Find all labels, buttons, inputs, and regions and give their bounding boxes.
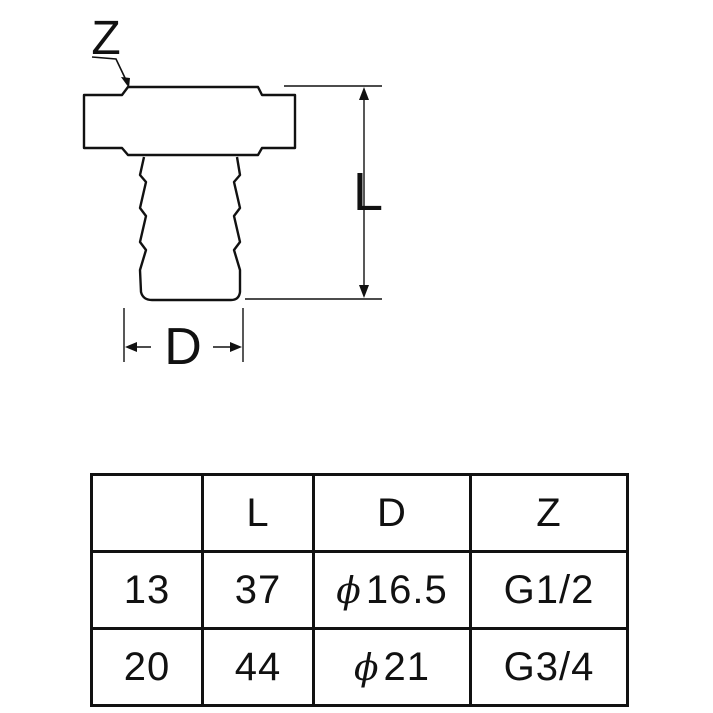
table-header-row: L D Z [90, 473, 629, 553]
nut-outline [82, 85, 297, 157]
size-cell: 13 [90, 550, 204, 630]
z-leader-line [91, 56, 127, 81]
d-label: D [164, 318, 202, 376]
length-cell: 44 [201, 627, 315, 707]
d-arrow-right [230, 342, 242, 352]
z-leader-arrow [121, 77, 130, 88]
l-arrow-top [359, 87, 369, 100]
phi-symbol: ϕ [353, 647, 380, 689]
thread-cell: G1/2 [469, 550, 629, 630]
diameter-value: 21 [383, 644, 431, 689]
d-arrow-left [125, 342, 137, 352]
diameter-value: 16.5 [365, 567, 448, 612]
table-header-cell: D [312, 473, 472, 553]
table-header-cell: Z [469, 473, 629, 553]
table-header-cell [90, 473, 204, 553]
z-label: Z [91, 12, 120, 65]
length-cell: 37 [201, 550, 315, 630]
table-header-cell: L [201, 473, 315, 553]
phi-symbol: ϕ [336, 570, 362, 612]
fitting-drawing: Z L D [82, 12, 383, 376]
thread-cell: G3/4 [469, 627, 629, 707]
l-label: L [353, 162, 383, 222]
size-cell: 20 [90, 627, 204, 707]
l-arrow-bottom [359, 285, 369, 298]
hose-barb-outline [138, 156, 242, 302]
